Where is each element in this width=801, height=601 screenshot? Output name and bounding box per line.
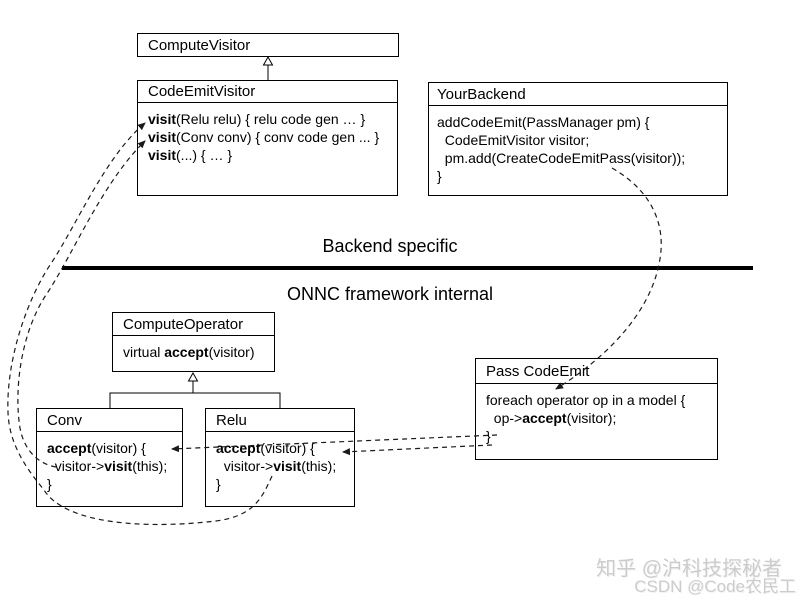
inheritance-codeemitvisitor-to-computevisitor — [262, 55, 274, 80]
code-line: accept(visitor) { — [216, 440, 315, 456]
class-title-code-emit-visitor: CodeEmitVisitor — [138, 81, 397, 103]
class-box-relu: Relu accept(visitor) { visitor->visit(th… — [205, 408, 355, 507]
class-box-compute-visitor: ComputeVisitor — [137, 33, 399, 57]
class-title-relu: Relu — [206, 409, 354, 432]
code-line: pm.add(CreateCodeEmitPass(visitor)); — [437, 150, 686, 166]
label-backend-specific: Backend specific — [322, 236, 458, 256]
class-body-your-backend: addCodeEmit(PassManager pm) { CodeEmitVi… — [429, 106, 727, 185]
code-line: virtual accept(visitor) — [123, 344, 255, 360]
class-body-code-emit-visitor: visit(Relu relu) { relu code gen … } vis… — [138, 103, 397, 164]
code-line: visit(Conv conv) { conv code gen ... } — [148, 129, 380, 145]
class-box-pass-code-emit: Pass CodeEmit foreach operator op in a m… — [475, 358, 718, 460]
code-line: } — [437, 168, 442, 184]
code-line: } — [216, 476, 221, 492]
code-line: foreach operator op in a model { — [486, 392, 686, 408]
code-line: visitor->visit(this); — [216, 458, 337, 474]
code-line: CodeEmitVisitor visitor; — [437, 132, 590, 148]
class-title-compute-operator: ComputeOperator — [113, 313, 274, 336]
call-arrow-pass-to-relu-accept — [342, 444, 493, 456]
inheritance-conv-relu-to-computeoperator — [109, 371, 281, 408]
code-line: visit(...) { … } — [148, 147, 233, 163]
class-box-your-backend: YourBackend addCodeEmit(PassManager pm) … — [428, 82, 728, 196]
watermark-csdn: CSDN @Code农民工 — [634, 577, 796, 596]
code-line: visitor->visit(this); — [47, 458, 168, 474]
call-arrow-backend-to-pass-codeemit — [555, 167, 662, 390]
class-body-pass-code-emit: foreach operator op in a model { op->acc… — [476, 384, 717, 445]
code-line: visit(Relu relu) { relu code gen … } — [148, 111, 366, 127]
label-framework-internal: ONNC framework internal — [286, 284, 494, 304]
class-body-relu: accept(visitor) { visitor->visit(this); … — [206, 432, 354, 493]
code-line: op->accept(visitor); — [486, 410, 617, 426]
backend-framework-divider — [62, 266, 753, 270]
class-title-conv: Conv — [37, 409, 182, 432]
class-box-compute-operator: ComputeOperator virtual accept(visitor) — [112, 312, 275, 372]
class-box-conv: Conv accept(visitor) { visitor->visit(th… — [36, 408, 183, 507]
code-line: accept(visitor) { — [47, 440, 146, 456]
watermark-zhihu: 知乎 @沪科技探秘者 — [596, 558, 782, 580]
class-body-conv: accept(visitor) { visitor->visit(this); … — [37, 432, 182, 493]
class-title-compute-visitor: ComputeVisitor — [148, 36, 251, 54]
code-line: } — [47, 476, 52, 492]
class-box-code-emit-visitor: CodeEmitVisitor visit(Relu relu) { relu … — [137, 80, 398, 196]
class-body-compute-operator: virtual accept(visitor) — [113, 336, 274, 361]
code-line: addCodeEmit(PassManager pm) { — [437, 114, 650, 130]
code-line: } — [486, 428, 491, 444]
class-title-your-backend: YourBackend — [429, 83, 727, 106]
class-title-pass-code-emit: Pass CodeEmit — [476, 359, 717, 384]
